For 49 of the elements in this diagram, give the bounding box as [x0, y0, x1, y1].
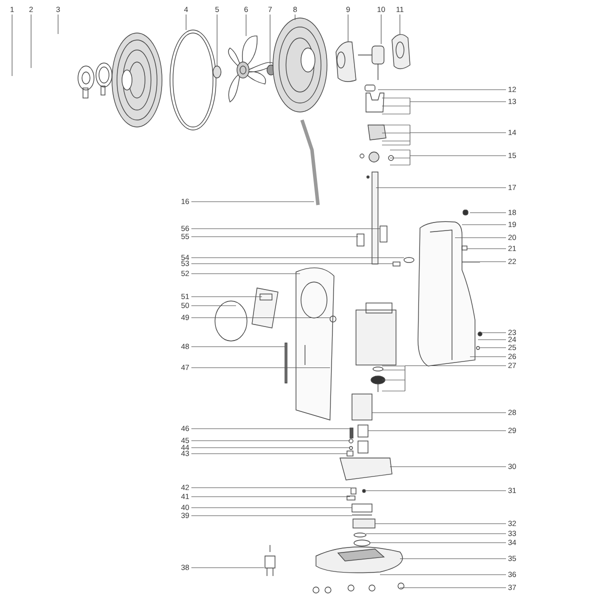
leader-line [378, 89, 506, 90]
leader-line [191, 257, 404, 258]
leader-line [30, 14, 32, 68]
leader-line [470, 212, 506, 214]
leader-line [400, 558, 506, 560]
leader-line [191, 273, 300, 274]
leader-line [466, 248, 506, 250]
leader-line [191, 263, 394, 264]
leader-line [294, 14, 296, 20]
leader-line [368, 430, 506, 432]
leader-line [191, 567, 264, 568]
leader-line [478, 339, 506, 340]
leader-line [191, 515, 352, 516]
leader-line [191, 305, 236, 306]
leader-line [191, 487, 352, 488]
leader-line [462, 224, 506, 226]
leader-line [382, 98, 506, 114]
leader-line [480, 261, 506, 262]
leader-line [370, 542, 506, 544]
leader-line [191, 236, 358, 238]
leader-line [191, 346, 286, 348]
leader-line [380, 574, 506, 576]
leader-line [454, 237, 506, 238]
leader-line [400, 587, 506, 588]
leader-line [191, 428, 350, 430]
leader-line [191, 228, 380, 230]
leader-line [191, 367, 330, 368]
leader-line [372, 412, 506, 414]
leader-line [376, 187, 506, 188]
leader-line [366, 490, 506, 492]
leader-line [482, 332, 506, 334]
leader-line [191, 453, 348, 454]
leader-line [390, 150, 506, 166]
leader-line [380, 14, 382, 44]
leader-line [216, 14, 218, 66]
leader-line [191, 447, 350, 448]
leader-line [470, 356, 506, 358]
leader-line [191, 201, 314, 202]
leader-line [191, 296, 262, 298]
leader-line [191, 440, 350, 442]
leader-line [390, 466, 506, 468]
leader-line [366, 533, 506, 534]
leader-line [382, 365, 506, 392]
leader-line [382, 124, 506, 146]
leader-line [191, 496, 350, 498]
leader-line [374, 523, 506, 524]
leader-line [191, 507, 352, 508]
leader-line [191, 317, 330, 318]
leader-line [480, 347, 506, 348]
